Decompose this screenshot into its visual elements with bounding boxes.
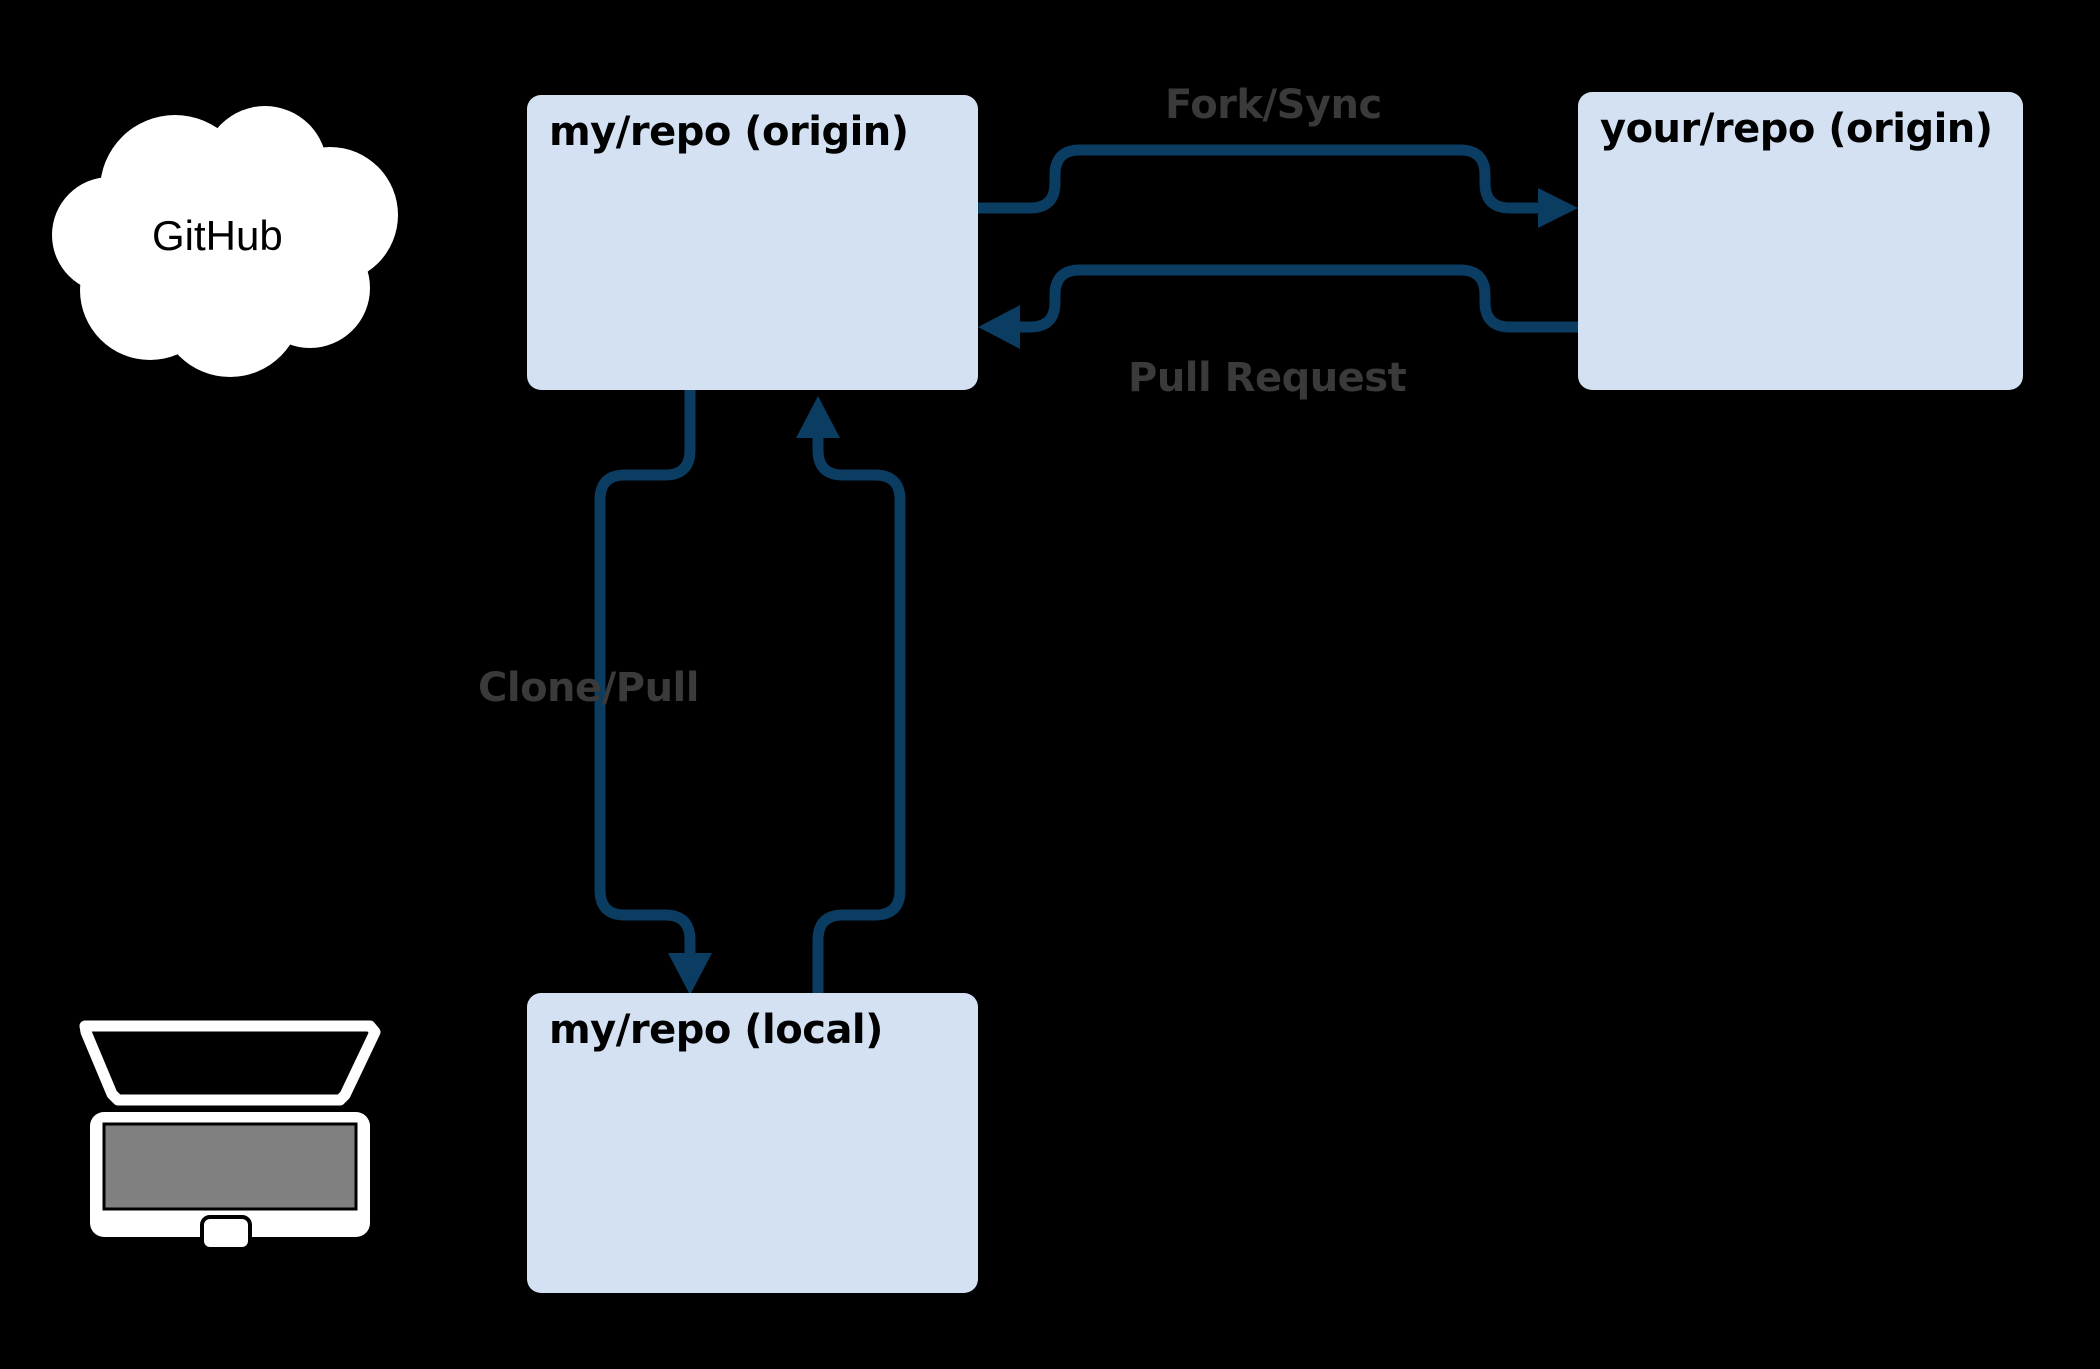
edge-pull-request-arrowhead [978, 305, 1020, 349]
cloud-icon [52, 106, 398, 377]
node-your-repo-origin-label: your/repo (origin) [1600, 106, 1993, 152]
edge-push-arrowhead [796, 396, 840, 438]
node-my-repo-origin[interactable]: my/repo (origin) [527, 95, 978, 390]
edge-clone-pull-line [594, 390, 696, 960]
edge-label-pull-request: Pull Request [1128, 355, 1407, 401]
edge-pull-request-line [1004, 264, 1578, 333]
edge-fork-sync-arrowhead [1538, 188, 1578, 228]
edge-fork-sync-line [978, 144, 1552, 214]
laptop-icon [79, 1020, 381, 1251]
edge-label-fork-sync: Fork/Sync [1165, 82, 1382, 128]
edge-label-clone-pull: Clone/Pull [478, 665, 699, 711]
edge-clone-pull-arrowhead [668, 953, 712, 995]
node-my-repo-origin-label: my/repo (origin) [549, 109, 909, 155]
github-cloud-label: GitHub [152, 212, 283, 259]
edge-push-line [812, 430, 906, 993]
node-my-repo-local-label: my/repo (local) [549, 1007, 883, 1053]
node-your-repo-origin[interactable]: your/repo (origin) [1578, 92, 2023, 390]
node-my-repo-local[interactable]: my/repo (local) [527, 993, 978, 1293]
